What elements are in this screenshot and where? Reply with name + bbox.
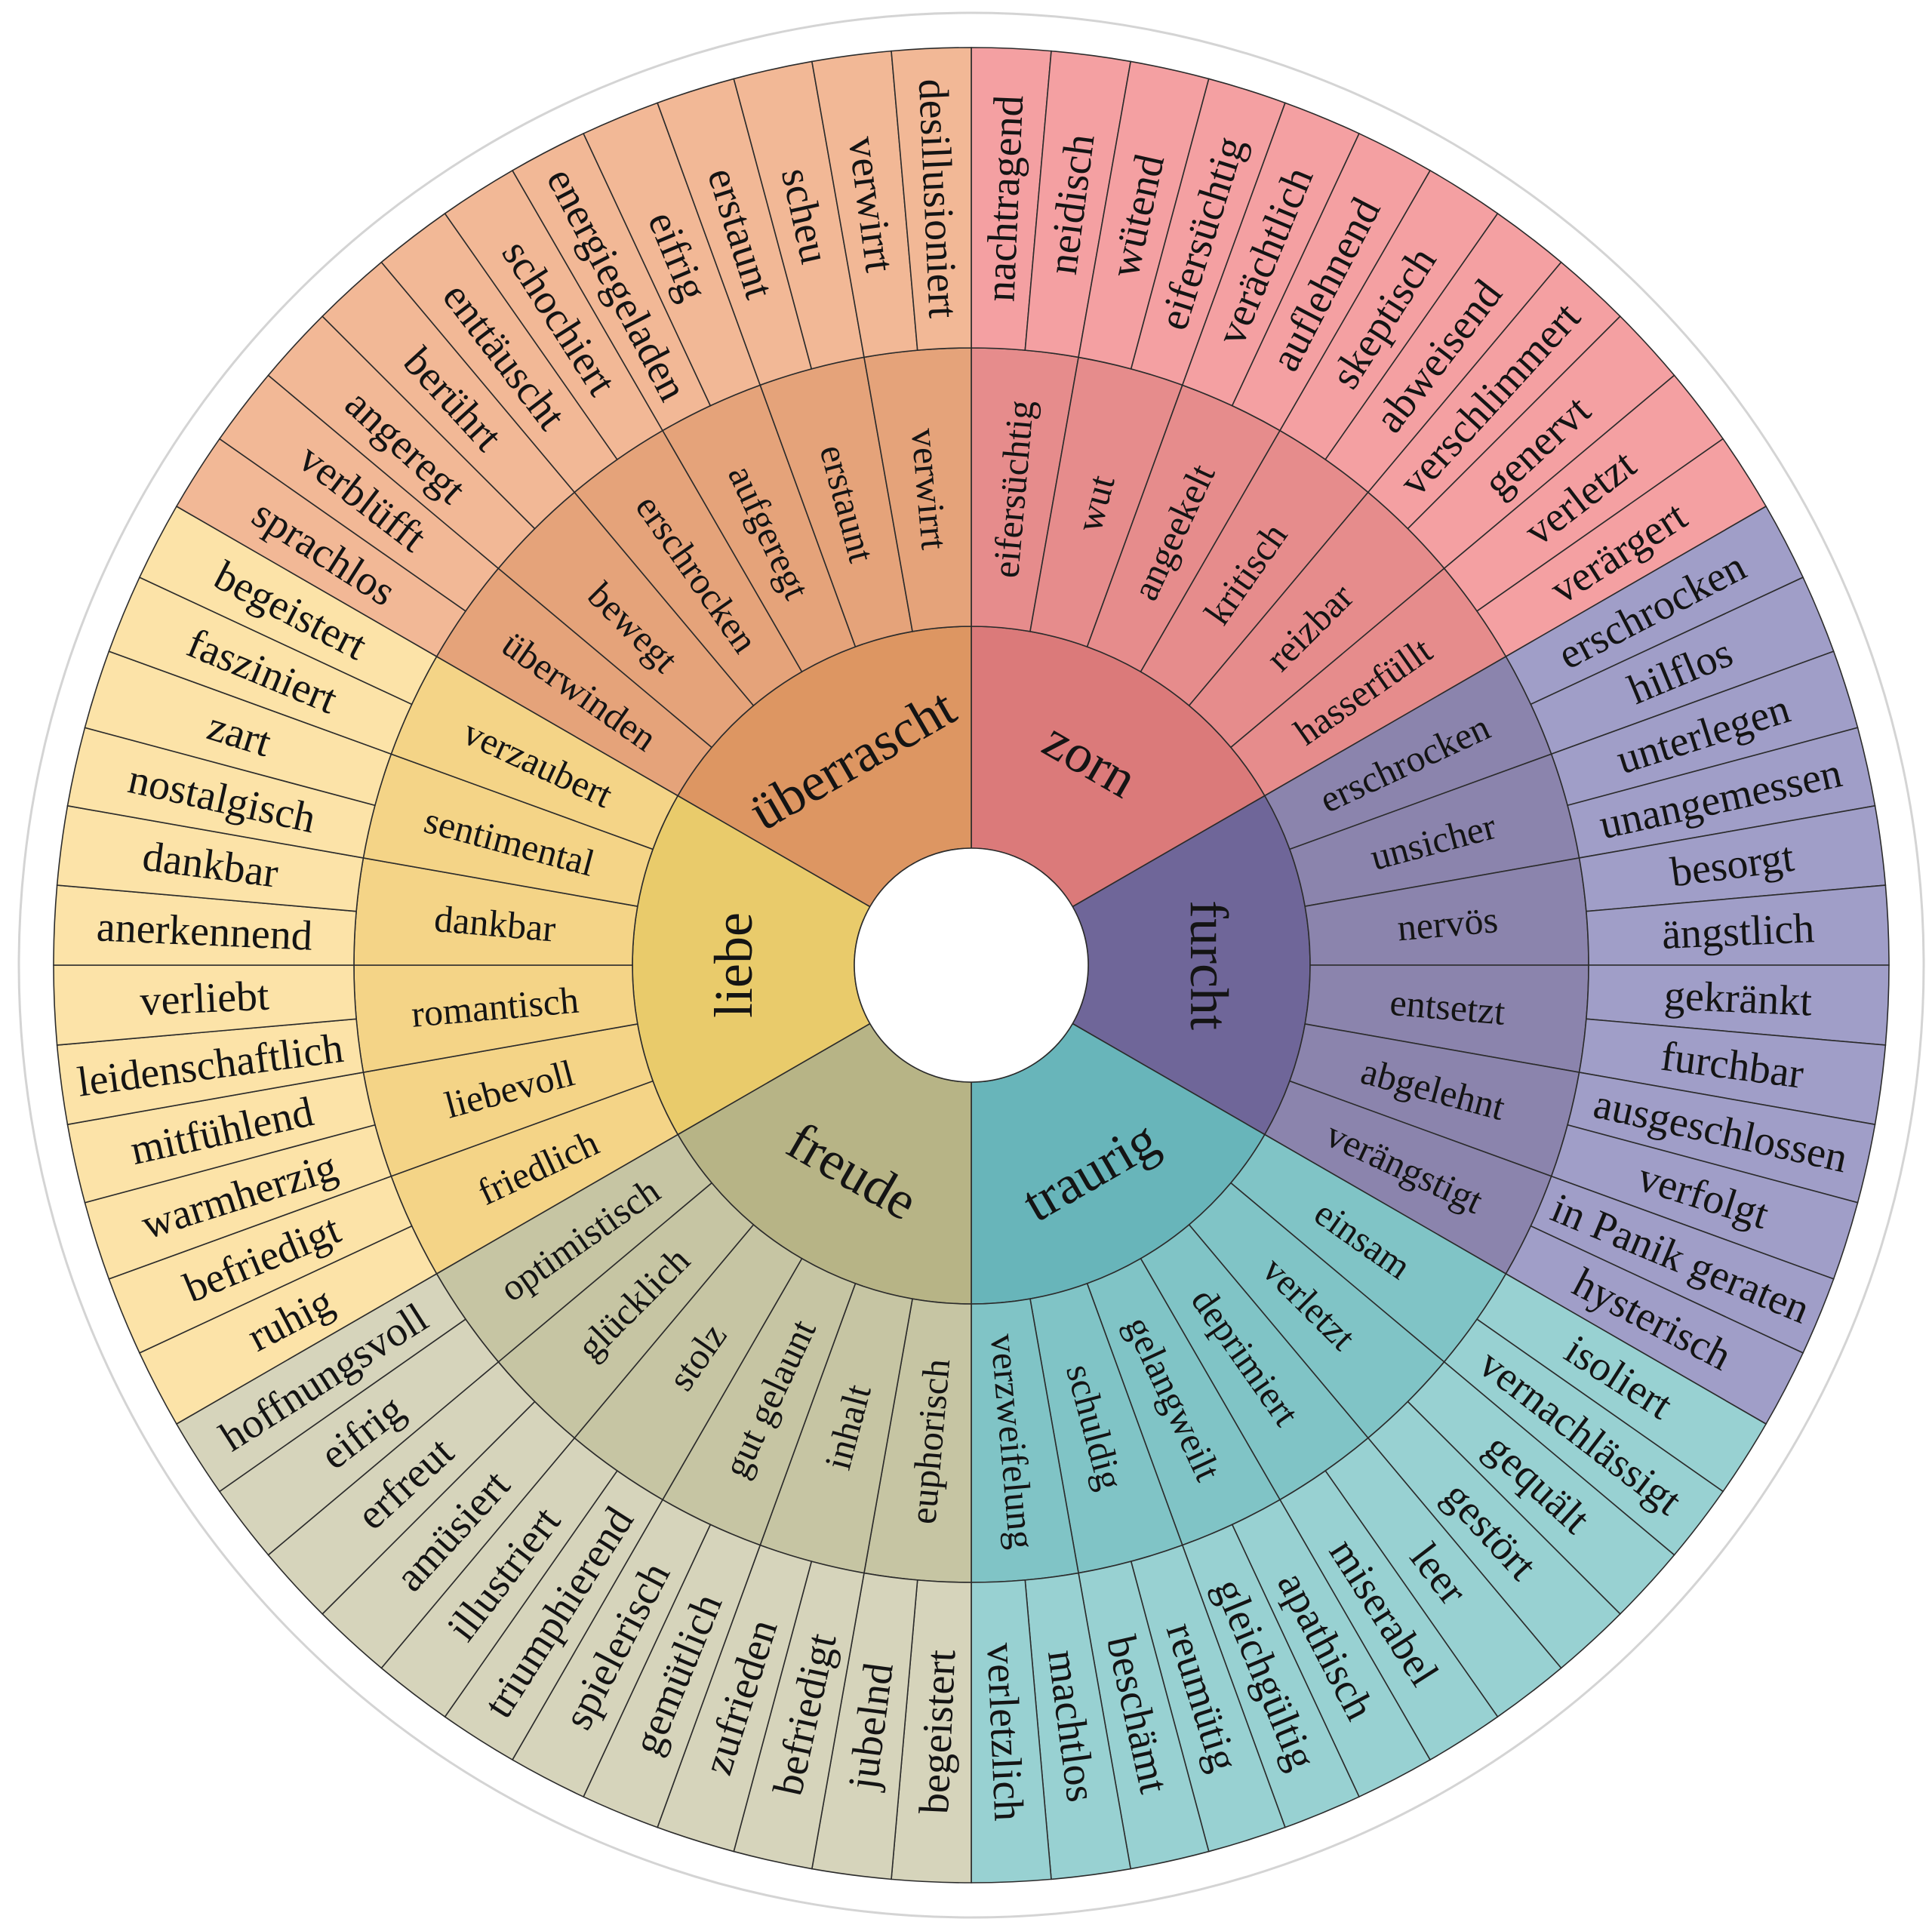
- category-1-middle-label: entsetzt: [1389, 981, 1507, 1033]
- category-5-outer-segment: [891, 47, 972, 351]
- outer-border-circle: [17, 11, 1925, 1919]
- category-5-outer-label: desillusioniert: [909, 78, 967, 319]
- category-4-middle-label: dankbar: [432, 897, 558, 950]
- category-1-outer-label: gekränkt: [1663, 972, 1814, 1026]
- category-1-outer-label: ängstlich: [1661, 905, 1816, 958]
- category-4-outer-label: verliebt: [139, 973, 270, 1025]
- center-hole: [854, 847, 1089, 1083]
- category-4-outer-label: anerkennend: [96, 903, 314, 959]
- category-1-middle-label: nervös: [1395, 898, 1500, 949]
- category-1-core-label: furcht: [1179, 900, 1239, 1030]
- category-3-outer-label: begeistert: [911, 1649, 964, 1816]
- wheel-segments: [53, 47, 1890, 1883]
- category-2-outer-label: verletzlich: [977, 1642, 1032, 1822]
- category-4-core-label: liebe: [703, 912, 764, 1018]
- category-5-middle-label: verwirrt: [903, 426, 956, 551]
- category-0-outer-label: nachtragend: [977, 94, 1032, 303]
